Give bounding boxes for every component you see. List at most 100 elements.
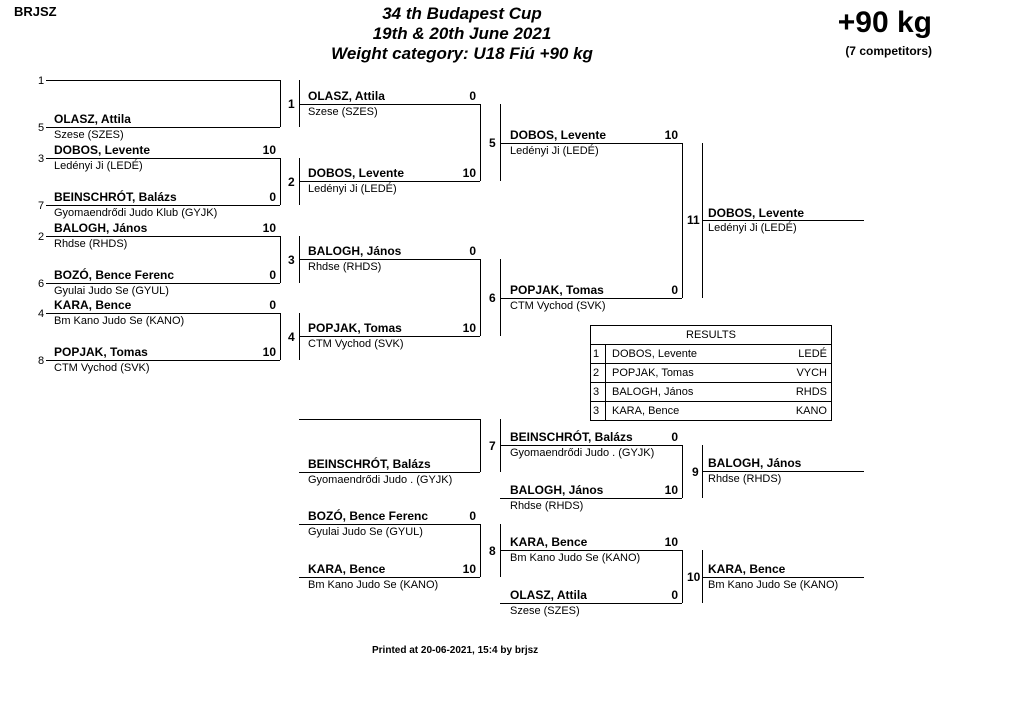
match-score: 0 <box>269 298 276 312</box>
result-club-code: LEDÉ <box>798 348 827 360</box>
match-score: 0 <box>469 89 476 103</box>
competitor-name: KARA, Bence <box>510 535 588 549</box>
match-score: 0 <box>469 509 476 523</box>
competitor-club: Rhdse (RHDS) <box>510 500 584 512</box>
bronze-winner-club: Rhdse (RHDS) <box>708 473 782 485</box>
competitor-club: Ledényi Ji (LEDÉ) <box>510 145 599 157</box>
competitor-club: CTM Vychod (SVK) <box>54 362 150 374</box>
results-title: RESULTS <box>591 326 831 345</box>
competitor-name: BALOGH, János <box>308 244 402 258</box>
line <box>299 259 480 260</box>
line <box>299 336 480 337</box>
line <box>500 445 682 446</box>
line <box>682 143 683 298</box>
results-row: 3 KARA, Bence KANO <box>591 402 831 420</box>
result-place: 2 <box>591 364 606 382</box>
line <box>299 104 480 105</box>
competitor-club: Bm Kano Judo Se (KANO) <box>510 552 641 564</box>
competitor-club: Ledényi Ji (LEDÉ) <box>308 183 397 195</box>
competitor-name: OLASZ, Attila <box>54 112 131 126</box>
line <box>46 236 280 237</box>
match-score: 10 <box>262 221 276 235</box>
competitor-club: Gyulai Judo Se (GYUL) <box>54 285 169 297</box>
result-place: 1 <box>591 345 606 363</box>
result-place: 3 <box>591 402 606 420</box>
competitor-name: BEINSCHRÓT, Balázs <box>510 430 633 444</box>
match-score: 10 <box>664 128 678 142</box>
results-table: RESULTS 1 DOBOS, Levente LEDÉ 2 POPJAK, … <box>590 325 832 421</box>
competitor-name: OLASZ, Attila <box>308 89 385 103</box>
bronze-winner-club: Bm Kano Judo Se (KANO) <box>708 579 839 591</box>
result-club-code: VYCH <box>796 367 827 379</box>
competitor-name: DOBOS, Levente <box>510 128 607 142</box>
line <box>500 298 682 299</box>
seed-number: 3 <box>38 153 45 165</box>
line <box>46 127 280 128</box>
result-place: 3 <box>591 383 606 401</box>
line <box>480 104 481 181</box>
line <box>280 236 281 283</box>
result-name: KARA, Bence <box>612 405 680 417</box>
match-score: 0 <box>671 588 678 602</box>
weight-class: +90 kg <box>837 6 932 39</box>
line <box>280 80 281 127</box>
competitor-club: Ledényi Ji (LEDÉ) <box>54 160 143 172</box>
line <box>46 158 280 159</box>
line <box>46 205 280 206</box>
organization-label: BRJSZ <box>14 4 57 19</box>
tournament-title: 34 th Budapest Cup <box>382 4 542 23</box>
competitor-count: (7 competitors) <box>845 44 932 58</box>
seed-number: 5 <box>38 122 45 134</box>
line <box>702 220 864 221</box>
competitor-name: POPJAK, Tomas <box>308 321 402 335</box>
result-name: BALOGH, János <box>612 386 694 398</box>
line <box>280 313 281 360</box>
line <box>702 577 864 578</box>
match-number: 6 <box>489 291 496 305</box>
line <box>46 313 280 314</box>
seed-number: 1 <box>38 75 45 87</box>
competitor-club: Szese (SZES) <box>308 106 378 118</box>
match-score: 10 <box>462 562 476 576</box>
match-score: 10 <box>664 535 678 549</box>
competitor-club: Rhdse (RHDS) <box>54 238 128 250</box>
weight-category-line: Weight category: U18 Fiú +90 kg <box>331 44 593 63</box>
line <box>500 550 682 551</box>
line <box>299 577 480 578</box>
competitor-club: Szese (SZES) <box>510 605 580 617</box>
competitor-name: POPJAK, Tomas <box>510 283 604 297</box>
match-number: 9 <box>692 465 699 479</box>
line <box>46 360 280 361</box>
match-score: 0 <box>671 430 678 444</box>
match-number: 2 <box>288 175 295 189</box>
match-score: 10 <box>262 345 276 359</box>
match-score: 0 <box>671 283 678 297</box>
tournament-dates: 19th & 20th June 2021 <box>372 24 552 43</box>
match-score: 10 <box>462 321 476 335</box>
line <box>702 471 864 472</box>
competitor-club: Rhdse (RHDS) <box>308 261 382 273</box>
competitor-club: Gyomaendrődi Judo Klub (GYJK) <box>54 207 218 219</box>
seed-number: 8 <box>38 355 45 367</box>
competitor-name: DOBOS, Levente <box>308 166 405 180</box>
competitor-club: CTM Vychod (SVK) <box>510 300 606 312</box>
competitor-name: KARA, Bence <box>54 298 132 312</box>
results-row: 1 DOBOS, Levente LEDÉ <box>591 345 831 364</box>
results-row: 3 BALOGH, János RHDS <box>591 383 831 402</box>
match-score: 10 <box>664 483 678 497</box>
competitor-name: BALOGH, János <box>510 483 604 497</box>
competitor-club: Gyulai Judo Se (GYUL) <box>308 526 423 538</box>
printed-footer: Printed at 20-06-2021, 15:4 by brjsz <box>372 645 539 656</box>
match-number: 8 <box>489 544 496 558</box>
seed-number: 4 <box>38 308 45 320</box>
competitor-name: POPJAK, Tomas <box>54 345 148 359</box>
competitor-name: BALOGH, János <box>54 221 148 235</box>
match-score: 0 <box>269 268 276 282</box>
competitor-club: Szese (SZES) <box>54 129 124 141</box>
match-number: 1 <box>288 97 295 111</box>
line <box>500 104 501 181</box>
line <box>500 603 682 604</box>
line <box>500 259 501 336</box>
match-number: 7 <box>489 439 496 453</box>
match-number: 11 <box>687 213 700 227</box>
